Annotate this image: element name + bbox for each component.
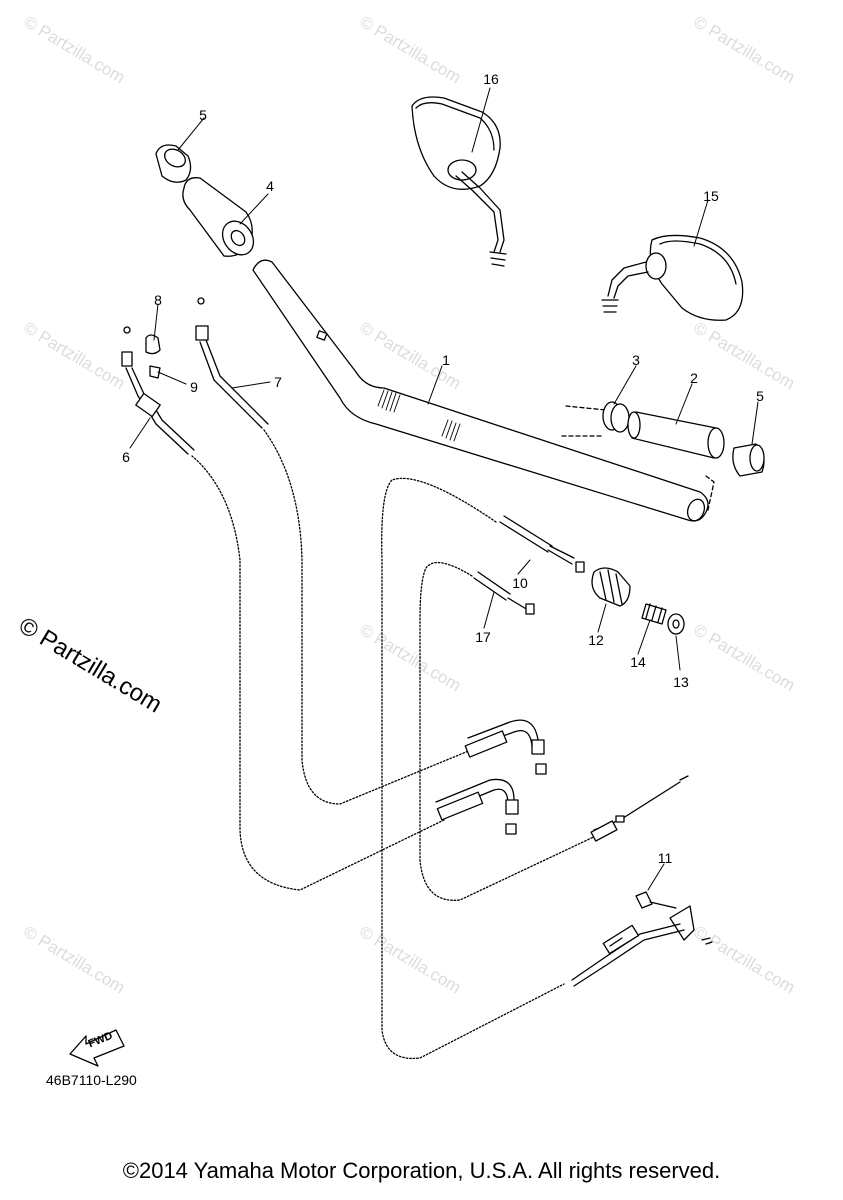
mirror-left <box>411 96 507 267</box>
handlebar <box>252 259 709 522</box>
return-cable <box>419 561 601 901</box>
callout-12: 12 <box>588 632 604 648</box>
left-bar-end <box>155 144 192 183</box>
callout-4: 4 <box>266 178 274 194</box>
leader-lines <box>129 87 759 891</box>
cable-ends-lower <box>435 719 689 842</box>
callout-6: 6 <box>122 449 130 465</box>
right-grip-assembly <box>561 401 765 511</box>
callout-2: 2 <box>690 370 698 386</box>
callout-16: 16 <box>483 71 499 87</box>
callout-7: 7 <box>274 374 282 390</box>
callout-10: 10 <box>512 575 528 591</box>
copyright-footer: ©2014 Yamaha Motor Corporation, U.S.A. A… <box>122 1158 721 1183</box>
cable-adjuster <box>591 567 685 635</box>
callout-9: 9 <box>190 379 198 395</box>
callout-1: 1 <box>442 352 450 368</box>
callout-15: 15 <box>703 188 719 204</box>
cable-bracket <box>571 891 713 987</box>
callout-5: 5 <box>756 388 764 404</box>
fwd-arrow-icon <box>69 1029 125 1067</box>
throttle-cable <box>381 477 585 1060</box>
callout-13: 13 <box>673 674 689 690</box>
left-grip <box>182 177 255 257</box>
callout-8: 8 <box>154 292 162 308</box>
callout-5: 5 <box>199 107 207 123</box>
clutch-cable <box>121 326 445 891</box>
callout-11: 11 <box>657 850 673 866</box>
callout-17: 17 <box>475 629 491 645</box>
callout-14: 14 <box>630 654 646 670</box>
mirror-right <box>601 234 744 321</box>
callout-3: 3 <box>632 352 640 368</box>
diagram-part-code: 46B7110-L290 <box>46 1072 137 1088</box>
choke-cable <box>195 297 501 805</box>
